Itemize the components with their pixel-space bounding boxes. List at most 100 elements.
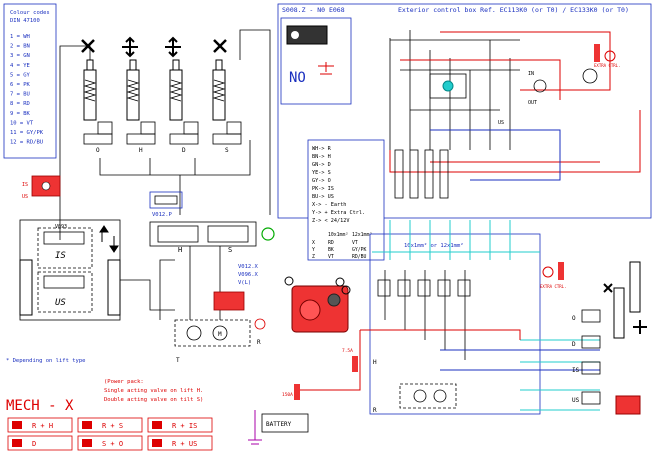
fuse-b: 150A xyxy=(282,392,293,398)
lever-icon xyxy=(152,421,162,429)
central-valve-bank: H S V012.X V096.X V(L) M T R xyxy=(120,221,275,364)
is-us-sensor-right-icon xyxy=(615,395,641,415)
ref-left: S008.Z - N0 E068 xyxy=(282,6,345,14)
lever-icon xyxy=(82,421,92,429)
mapping-table-cell: GY/PK xyxy=(352,247,367,253)
mech-op-label: R + US xyxy=(172,440,197,448)
mapping-item: WH-> R xyxy=(312,146,332,152)
colour-code-item: 8 = RD xyxy=(10,101,30,107)
svg-text:US: US xyxy=(22,194,28,200)
mapping-table-cell: BK xyxy=(328,247,334,253)
colour-code-item: 5 = GY xyxy=(10,72,31,78)
label-h-center: H xyxy=(178,246,182,254)
label-d-left: D xyxy=(182,147,186,154)
mech-op-box xyxy=(7,435,73,451)
mech-op-label: S + O xyxy=(102,440,123,448)
switch-device-icon xyxy=(286,25,328,45)
mapping-table-cell: Y xyxy=(312,247,315,253)
mech-op-box xyxy=(77,417,143,433)
colour-code-item: 3 = GN xyxy=(10,53,30,59)
left-is-us-assembly: V093 IS US IS US xyxy=(19,175,121,321)
left-hydraulic-cylinders: O H D S xyxy=(59,29,271,240)
mapping-item: PK-> IS xyxy=(312,186,334,192)
lever-icon xyxy=(82,439,92,447)
cable-label: 10x1mm² or 12x1mm² xyxy=(404,242,464,249)
lever-icon xyxy=(152,439,162,447)
gauge-icon xyxy=(261,227,275,241)
mapping-table-cell: Z xyxy=(312,254,315,260)
colour-codes-title: Colour codes xyxy=(10,10,50,16)
is-us-sensor-icon: IS US xyxy=(22,175,61,200)
mapping-table-cell: RD xyxy=(328,240,334,246)
lower-wiring-region: 10x1mm² or 12x1mm² R H 7.5A 150A xyxy=(282,220,600,415)
label-s-center: S xyxy=(228,246,232,254)
mapping-table-cell: X xyxy=(312,240,315,246)
mapping-panel: WH-> RBN-> HGN-> DYE-> SGY-> OPK-> ISBU-… xyxy=(307,139,385,261)
right-hydraulic-cylinders: O D IS US EXTRA CTRL. xyxy=(540,261,647,415)
colour-code-item: 4 = YE xyxy=(10,63,30,69)
label-s-left: S xyxy=(225,147,229,154)
mech-op-box xyxy=(147,435,213,451)
colour-code-item: 1 = WH xyxy=(10,34,30,40)
mapping-table-cell: VT xyxy=(328,254,334,260)
mech-op-label: D xyxy=(32,440,36,448)
label-us-box: US xyxy=(498,120,504,126)
fuse-a: 7.5A xyxy=(342,348,353,354)
label-in: IN xyxy=(528,71,534,77)
label-o-left: O xyxy=(96,147,100,154)
mapping-table-header: 12x1mm² xyxy=(352,232,372,238)
mapping-item: GN-> D xyxy=(312,162,331,168)
mapping-table-cell: RD/BU xyxy=(352,254,367,260)
colour-code-item: 7 = BU xyxy=(10,92,30,98)
mech-x-legend: MECH - X (Power pack: Single acting valv… xyxy=(6,379,213,451)
mapping-table-header: 10x1mm² xyxy=(328,232,348,238)
mech-title: MECH - X xyxy=(6,398,74,414)
label-v096x: V096.X xyxy=(238,272,259,278)
colour-code-item: 2 = BN xyxy=(10,44,30,50)
colour-code-item: 12 = RD/BU xyxy=(10,140,43,146)
mapping-item: X-> - Earth xyxy=(312,202,346,208)
extra-ctrl-top: EXTRA CTRL. xyxy=(594,63,621,68)
mapping-item: BN-> H xyxy=(312,154,331,160)
pump-motor-illustration xyxy=(284,276,351,333)
mech-op-label: R + H xyxy=(32,422,53,430)
colour-code-item: 9 = BK xyxy=(10,111,31,117)
mapping-item: BU-> US xyxy=(312,194,334,200)
label-d-right: D xyxy=(572,341,576,348)
mech-op-box xyxy=(77,435,143,451)
label-r: R xyxy=(257,339,261,346)
label-o-right: O xyxy=(572,315,576,322)
mech-op-label: R + IS xyxy=(172,422,197,430)
mapping-item: Y-> + Extra Ctrl. xyxy=(312,210,365,216)
colour-code-item: 11 = GY/PK xyxy=(10,130,44,136)
double-acting: Double acting valve on tilt S) xyxy=(104,397,203,403)
single-acting: Single acting valve on lift H. xyxy=(104,388,203,394)
label-v093: V093 xyxy=(55,224,67,230)
label-r-right: R xyxy=(373,407,377,414)
label-v012x: V012.X xyxy=(238,264,259,270)
mech-op-box xyxy=(7,417,73,433)
no-label: NO xyxy=(289,70,306,86)
label-h-right: H xyxy=(373,359,377,366)
colour-code-item: 10 = VT xyxy=(10,120,34,126)
label-out: OUT xyxy=(528,100,537,106)
colour-code-item: 6 = PK xyxy=(10,82,31,88)
mapping-table-cell: VT xyxy=(352,240,358,246)
svg-text:IS: IS xyxy=(22,182,28,188)
label-us-left: US xyxy=(55,298,66,308)
label-is-right: IS xyxy=(572,367,580,374)
valve-v012p: V012.P xyxy=(149,191,183,218)
mech-op-box xyxy=(147,417,213,433)
label-us-right: US xyxy=(572,397,580,404)
label-v012p: V012.P xyxy=(152,212,173,218)
battery: BATTERY xyxy=(248,410,309,445)
label-t: T xyxy=(176,357,180,364)
extra-ctrl-bottom: EXTRA CTRL. xyxy=(540,284,567,289)
mech-op-label: R + S xyxy=(102,422,123,430)
colour-codes-standard: DIN 47100 xyxy=(10,18,40,24)
label-is-left: IS xyxy=(55,251,66,261)
label-vl: V(L) xyxy=(238,280,251,286)
lever-icon xyxy=(12,439,22,447)
label-h-left: H xyxy=(139,147,143,154)
battery-label: BATTERY xyxy=(266,421,292,428)
